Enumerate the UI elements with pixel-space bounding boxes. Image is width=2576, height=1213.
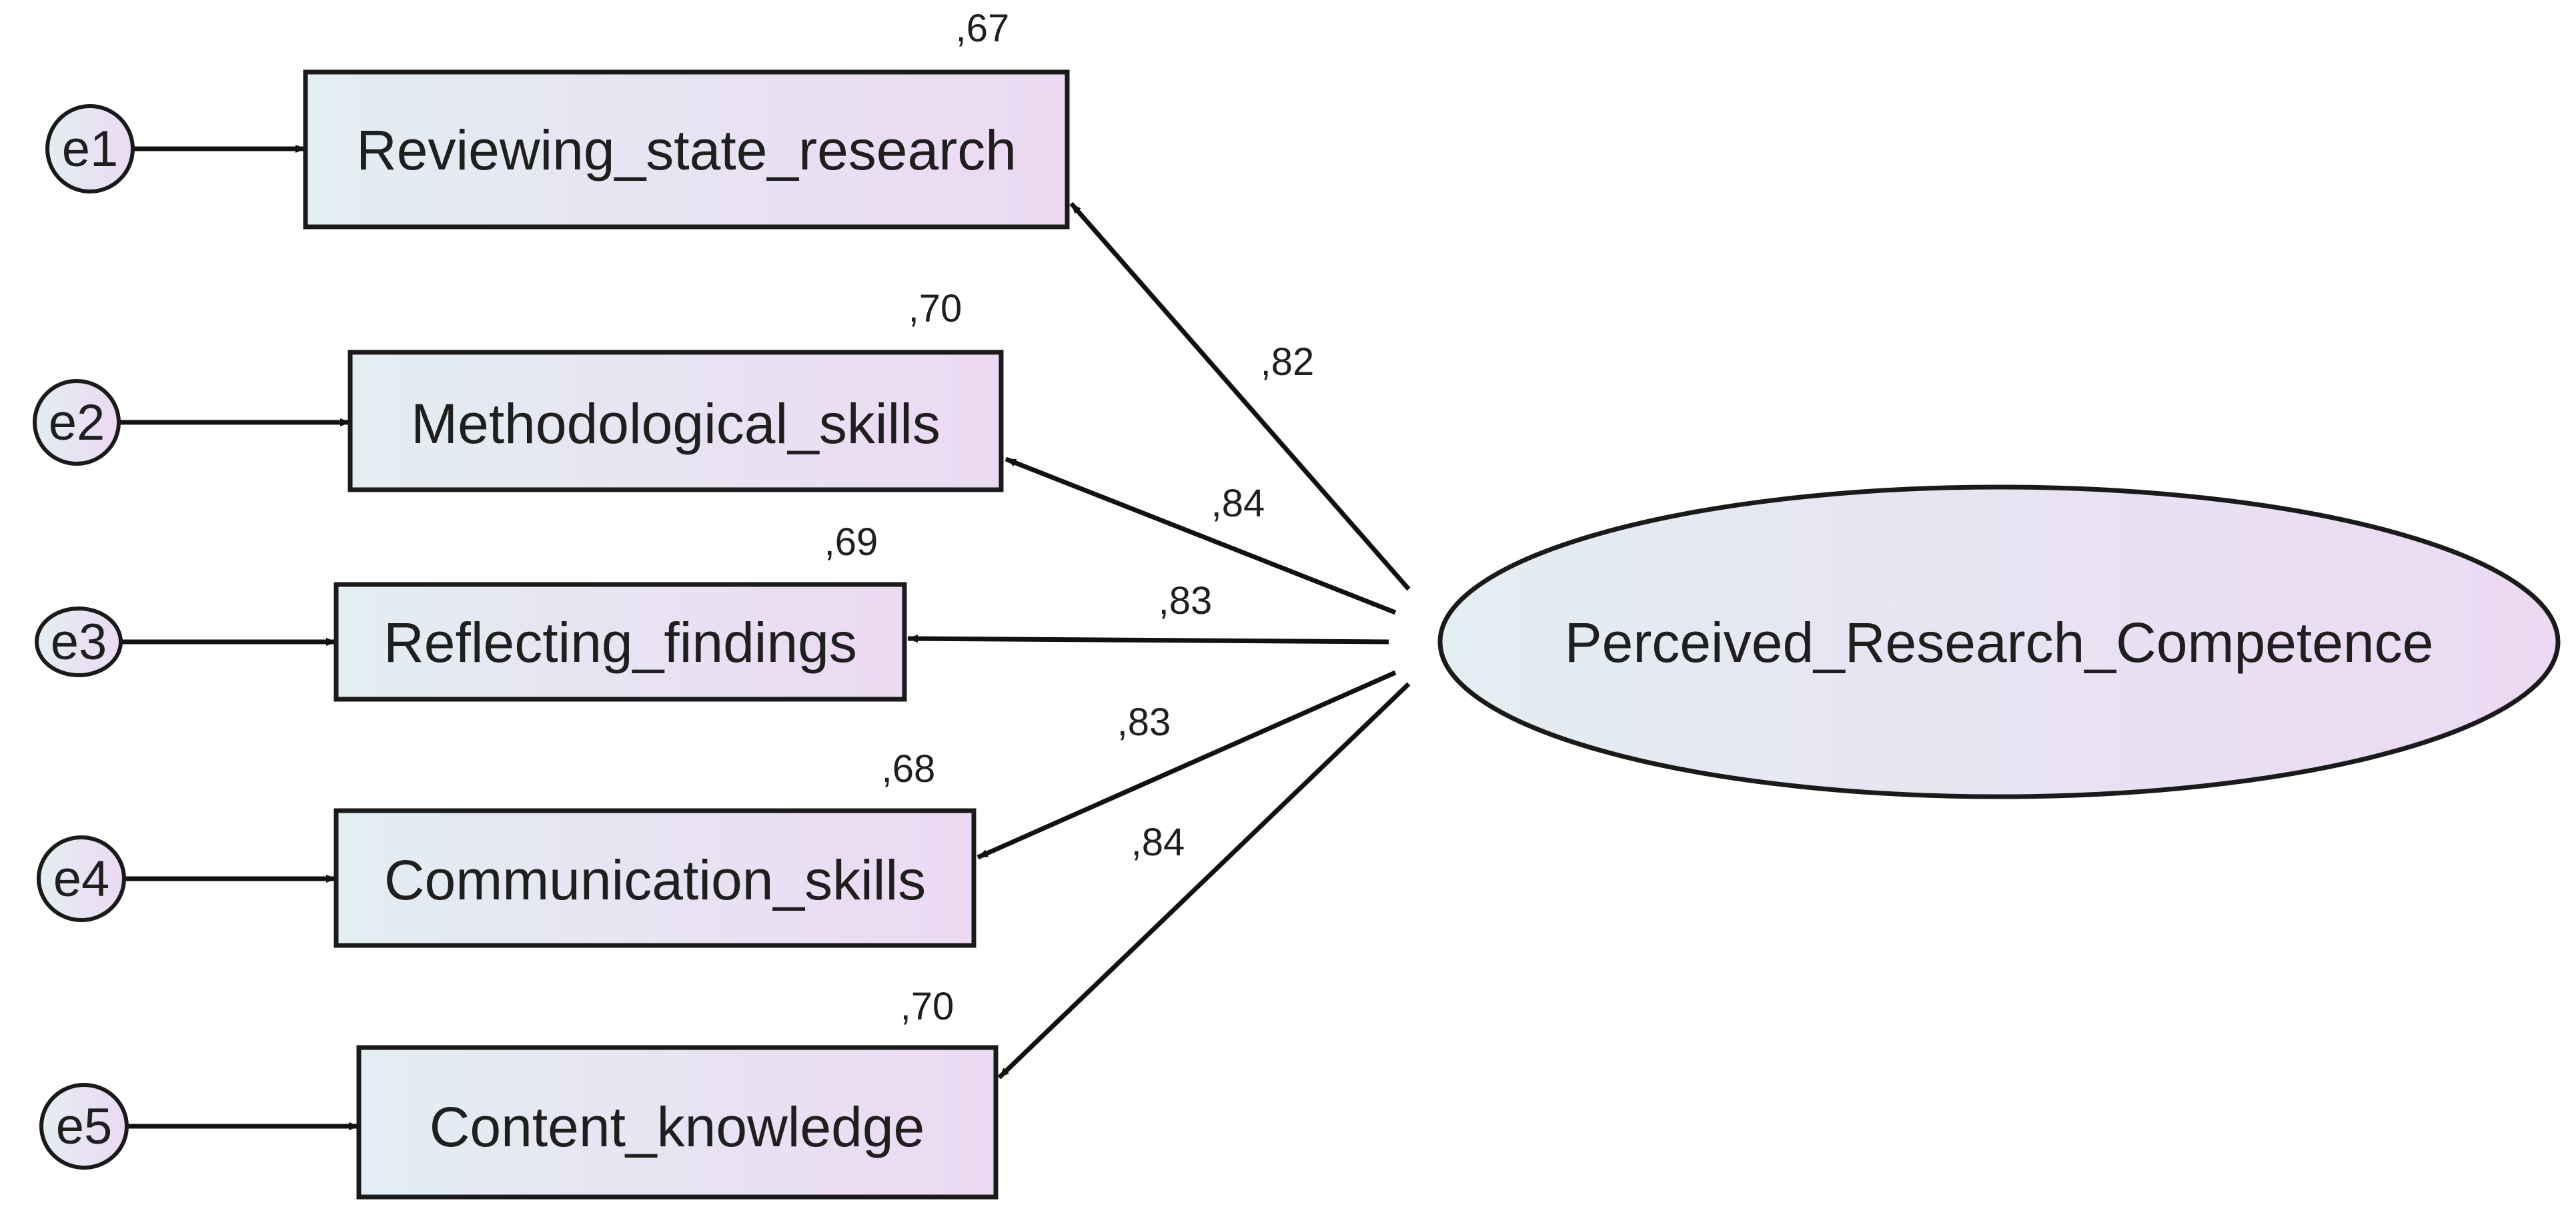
indicator-label-3: Reflecting_findings <box>384 611 857 674</box>
indicator-box-3 <box>334 582 907 702</box>
indicator-label-5: Content_knowledge <box>430 1096 925 1158</box>
r2-label-2: ,70 <box>908 287 962 330</box>
latent-ellipse <box>1437 484 2561 799</box>
error-label-e2: e2 <box>49 394 105 451</box>
indicator-label-1: Reviewing_state_research <box>356 119 1017 181</box>
r2-label-4: ,68 <box>882 747 936 791</box>
indicator-label-4: Communication_skills <box>384 849 926 911</box>
indicator-box-4 <box>334 808 977 948</box>
loading-arrow-3 <box>907 635 1389 645</box>
error-label-e1: e1 <box>62 121 119 177</box>
r2-label-3: ,69 <box>824 520 878 564</box>
loading-label-4: ,83 <box>1117 701 1171 744</box>
error-circle-e5 <box>39 1083 129 1170</box>
error-label-e5: e5 <box>56 1098 113 1155</box>
latent-label: Perceived_Research_Competence <box>1565 611 2434 674</box>
loading-arrow-4 <box>977 670 1397 860</box>
indicator-box-1 <box>303 69 1070 230</box>
loading-label-1: ,82 <box>1261 340 1315 384</box>
error-label-e3: e3 <box>51 614 107 671</box>
error-circle-e1 <box>45 104 135 193</box>
error-label-e4: e4 <box>53 851 110 907</box>
loading-label-5: ,84 <box>1131 821 1185 864</box>
r2-label-1: ,67 <box>956 7 1010 50</box>
loading-label-2: ,84 <box>1211 482 1265 525</box>
r2-label-5: ,70 <box>900 985 954 1028</box>
loading-label-3: ,83 <box>1159 579 1213 623</box>
loading-arrow-2 <box>1005 456 1397 615</box>
error-circle-e4 <box>37 835 126 922</box>
indicator-box-5 <box>356 1045 999 1200</box>
loading-arrow-1 <box>1069 201 1411 591</box>
indicator-label-2: Methodological_skills <box>411 392 940 455</box>
indicator-box-2 <box>348 350 1004 492</box>
loading-arrow-5 <box>997 682 1411 1080</box>
error-circle-e3 <box>35 606 123 677</box>
error-circle-e2 <box>33 379 121 466</box>
